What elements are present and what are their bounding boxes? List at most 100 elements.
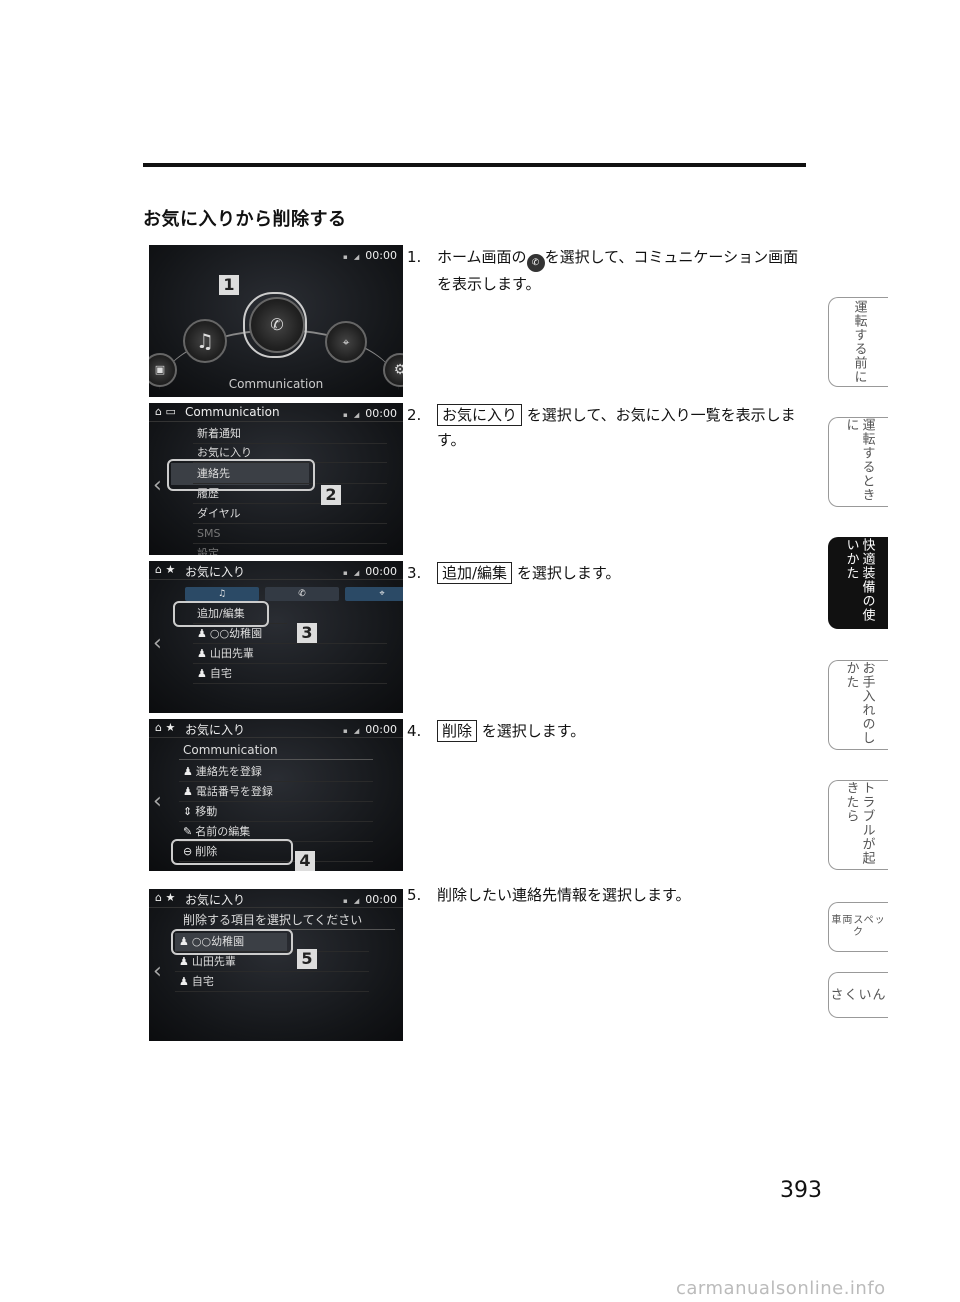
- chapter-tab-index[interactable]: さくいん: [828, 972, 888, 1018]
- sub-title: Communication: [179, 741, 373, 760]
- communication-app-icon: ✆: [526, 254, 545, 272]
- person-icon: ♟: [179, 975, 189, 988]
- header-bar: ⌂ ★ お気に入り: [149, 561, 403, 580]
- chapter-tab-before-driving[interactable]: 運転する前に: [828, 297, 888, 387]
- highlight-delete: [171, 839, 293, 865]
- favorite-item[interactable]: ♟自宅: [193, 665, 387, 684]
- step-2: 2. お気に入り を選択して、お気に入り一覧を表示します。: [407, 403, 796, 449]
- person-icon: ♟: [197, 667, 207, 680]
- highlight-add-edit: [173, 601, 269, 627]
- person-icon: ♟: [197, 627, 207, 640]
- apps-icon[interactable]: ▣: [149, 353, 177, 387]
- section-title: お気に入りから削除する: [143, 209, 347, 230]
- back-chevron-icon[interactable]: ‹: [153, 631, 162, 656]
- header-bar: ⌂ ▭ Communication: [149, 403, 403, 422]
- music-icon[interactable]: ♫: [183, 319, 227, 363]
- screen-home: ▪ ◢00:00 ▣ ♫ ✆ ⌖ ⚙ 1 Communication: [149, 245, 403, 397]
- chapter-tab-comfort[interactable]: 快適装備の使いかた: [828, 537, 888, 629]
- chapter-tab-while-driving[interactable]: 運転するときに: [828, 417, 888, 507]
- step-number: 2.: [407, 406, 422, 424]
- home-icon[interactable]: ⌂ ▭: [155, 405, 176, 418]
- highlight-favorites: [167, 459, 315, 491]
- minus-circle-icon: ⊖: [183, 845, 193, 858]
- menu-item[interactable]: 新着通知: [193, 425, 387, 444]
- header-title: お気に入り: [185, 565, 246, 579]
- menu-item[interactable]: お気に入り: [193, 444, 387, 463]
- tab-phone-icon[interactable]: ✆: [265, 587, 339, 601]
- person-icon: ♟: [183, 785, 193, 798]
- favorite-item[interactable]: ♟○○幼稚園: [193, 625, 387, 644]
- home-star-icon[interactable]: ⌂ ★: [155, 563, 176, 576]
- key-label: 削除: [437, 720, 478, 742]
- highlight-contact: [171, 929, 293, 955]
- step-badge-5: 5: [297, 949, 317, 969]
- watermark: carmanualsonline.info: [676, 1278, 886, 1299]
- screen-communication: ⌂ ▭ Communication ▪ ◢00:00 ‹ 新着通知 お気に入り …: [149, 403, 403, 555]
- step-text: を選択します。: [516, 564, 621, 582]
- key-label: お気に入り: [437, 404, 523, 426]
- edit-item[interactable]: ♟電話番号を登録: [179, 783, 373, 802]
- screen-edit-menu: ⌂ ★ お気に入り ▪ ◢00:00 Communication ‹ ♟連絡先を…: [149, 719, 403, 871]
- step-badge-1: 1: [219, 275, 239, 295]
- header-title: お気に入り: [185, 893, 246, 907]
- highlight-communication: [243, 292, 307, 358]
- menu-item[interactable]: ダイヤル: [193, 505, 387, 524]
- back-chevron-icon[interactable]: ‹: [153, 473, 162, 498]
- top-rule: [143, 163, 806, 167]
- header-bar: ⌂ ★ お気に入り: [149, 719, 403, 738]
- communication-label: Communication: [228, 377, 324, 391]
- step-text: 削除したい連絡先情報を選択します。: [437, 886, 691, 904]
- step-text: を選択して、コミュニケーション画面を表示します。: [437, 248, 799, 293]
- status-bar: ▪ ◢00:00: [342, 893, 397, 906]
- home-star-icon[interactable]: ⌂ ★: [155, 891, 176, 904]
- step-1: 1. ホーム画面の✆を選択して、コミュニケーション画面を表示します。: [407, 245, 798, 293]
- menu-item[interactable]: 設定: [193, 545, 387, 555]
- favorite-item[interactable]: ♟山田先輩: [193, 645, 387, 664]
- tab-music-icon[interactable]: ♫: [185, 587, 259, 601]
- step-badge-4: 4: [295, 851, 315, 871]
- header-title: お気に入り: [185, 723, 246, 737]
- status-bar: ▪ ◢00:00: [342, 723, 397, 736]
- step-number: 4.: [407, 722, 422, 740]
- selected-row-bg: [175, 933, 287, 951]
- tab-nav-icon[interactable]: ⌖: [345, 587, 403, 601]
- navigation-icon[interactable]: ⌖: [325, 321, 367, 363]
- key-label: 追加/編集: [437, 562, 513, 584]
- edit-item[interactable]: ♟連絡先を登録: [179, 763, 373, 782]
- step-badge-3: 3: [297, 623, 317, 643]
- add-edit-item[interactable]: 追加/編集: [193, 605, 287, 624]
- screen-favorites: ⌂ ★ お気に入り ▪ ◢00:00 ♫ ✆ ⌖ ‹ 追加/編集 ♟○○幼稚園 …: [149, 561, 403, 713]
- home-star-icon[interactable]: ⌂ ★: [155, 721, 176, 734]
- sub-title: 削除する項目を選択してください: [179, 911, 395, 930]
- header-title: Communication: [185, 405, 280, 419]
- edit-item[interactable]: ✎名前の編集: [179, 823, 373, 842]
- status-bar: ▪ ◢00:00: [342, 407, 397, 420]
- favorite-item[interactable]: ♟山田先輩: [175, 953, 369, 972]
- step-text: を選択します。: [481, 722, 586, 740]
- menu-item[interactable]: SMS: [193, 525, 387, 544]
- back-chevron-icon[interactable]: ‹: [153, 959, 162, 984]
- header-bar: ⌂ ★ お気に入り: [149, 889, 403, 908]
- step-text: を選択して、お気に入り一覧を表示します。: [437, 406, 796, 449]
- person-icon: ♟: [179, 955, 189, 968]
- selected-row-bg: [171, 463, 309, 485]
- chapter-tab-trouble[interactable]: トラブルが起きたら: [828, 780, 888, 870]
- chapter-tab-specs[interactable]: 車両スペック: [828, 902, 888, 952]
- delete-item[interactable]: ⊖削除: [179, 843, 373, 862]
- edit-item[interactable]: ⇕移動: [179, 803, 373, 822]
- step-5: 5. 削除したい連絡先情報を選択します。: [407, 883, 691, 908]
- chapter-tab-maintenance[interactable]: お手入れのしかた: [828, 660, 888, 750]
- move-icon: ⇕: [183, 805, 193, 818]
- screen-select-delete: ⌂ ★ お気に入り ▪ ◢00:00 削除する項目を選択してください ‹ ♟○○…: [149, 889, 403, 1041]
- step-number: 1.: [407, 248, 422, 266]
- page-number: 393: [780, 1178, 822, 1203]
- step-text: ホーム画面の: [437, 248, 527, 266]
- pencil-icon: ✎: [183, 825, 193, 838]
- person-icon: ♟: [179, 935, 189, 948]
- favorite-item[interactable]: ♟○○幼稚園: [175, 933, 369, 952]
- person-icon: ♟: [197, 647, 207, 660]
- favorite-item[interactable]: ♟自宅: [175, 973, 369, 992]
- back-chevron-icon[interactable]: ‹: [153, 789, 162, 814]
- menu-item[interactable]: 連絡先: [193, 465, 387, 484]
- category-tabs: ♫ ✆ ⌖: [185, 587, 403, 601]
